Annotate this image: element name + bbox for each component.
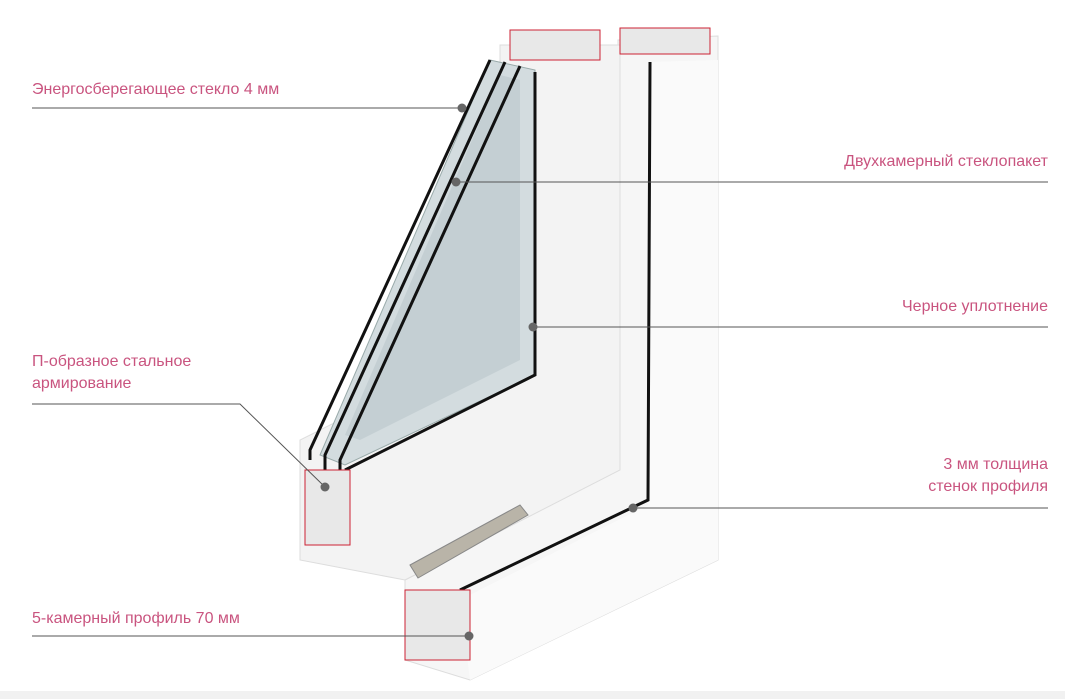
marker-dot (451, 177, 461, 187)
marker-dot (628, 503, 638, 513)
label-steel-line1: П-образное стальное (32, 353, 192, 370)
bottom-strip (0, 691, 1065, 699)
glass-edge-1 (308, 59, 492, 460)
top-profile-section (509, 29, 601, 61)
marker-dot (528, 322, 538, 332)
label-profile: 5-камерный профиль 70 мм (32, 610, 240, 627)
label-black-seal: Черное уплотнение (902, 298, 1048, 315)
hardware-fitting (409, 504, 529, 579)
marker-dot (457, 103, 467, 113)
black-seal (344, 72, 537, 472)
label-steel-line2: армирование (32, 375, 132, 392)
left-sash-section (304, 469, 351, 546)
outer-frame-face (460, 60, 718, 680)
label-wall-line1: 3 мм толщина (943, 456, 1048, 473)
marker-dot (464, 631, 474, 641)
label-glass: Энергосберегающее стекло 4 мм (32, 81, 280, 98)
label-double-chamber: Двухкамерный стеклопакет (844, 153, 1048, 170)
glass-edge-2 (323, 61, 507, 470)
frame-seal (459, 61, 652, 592)
marker-dot (320, 482, 330, 492)
bottom-profile-section (404, 589, 471, 661)
leader-steel (32, 403, 326, 488)
top-frame-section (619, 27, 711, 55)
label-wall-line2: стенок профиля (928, 478, 1048, 495)
